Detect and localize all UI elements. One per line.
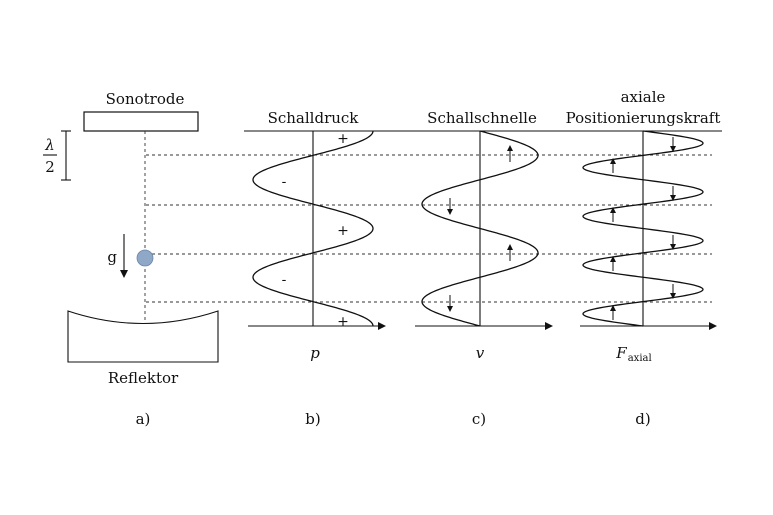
caption-b: b) bbox=[305, 410, 320, 428]
sonotrode-block bbox=[83, 111, 199, 132]
panel-b-axis-label: p bbox=[310, 344, 320, 362]
levitated-particle bbox=[136, 249, 154, 267]
node-lines bbox=[146, 154, 712, 303]
panel-a: Sonotrode λ 2 g Reflektor a) bbox=[43, 90, 219, 428]
force-subscript: axial bbox=[628, 353, 652, 364]
reflector-body bbox=[67, 310, 219, 363]
panel-c-title: Schallschnelle bbox=[427, 109, 537, 127]
sign-1: + bbox=[337, 131, 349, 147]
panel-c-axis-label: v bbox=[476, 344, 485, 362]
panel-d-title-line1: axiale bbox=[621, 88, 666, 106]
velocity-arrows bbox=[447, 145, 513, 312]
caption-d: d) bbox=[635, 410, 650, 428]
panel-c: Schallschnelle v c) bbox=[415, 109, 553, 428]
lambda-symbol: λ bbox=[44, 136, 55, 154]
sign-2: - bbox=[282, 174, 287, 190]
lambda-denominator: 2 bbox=[45, 158, 55, 176]
gravity-label: g bbox=[107, 248, 117, 266]
panel-d-axis-label: Faxial bbox=[615, 344, 651, 364]
force-wave bbox=[582, 130, 704, 327]
caption-c: c) bbox=[472, 410, 486, 428]
pressure-wave bbox=[252, 130, 374, 327]
velocity-wave bbox=[421, 130, 539, 327]
reflector-label: Reflektor bbox=[108, 369, 179, 387]
sign-4: - bbox=[282, 272, 287, 288]
panel-d: axiale Positionierungskraft Faxial d) bbox=[566, 88, 721, 428]
panel-b: Schalldruck + - + - + p b) bbox=[248, 109, 386, 428]
caption-a: a) bbox=[136, 410, 151, 428]
sign-5: + bbox=[337, 314, 349, 330]
panel-b-title: Schalldruck bbox=[268, 109, 360, 127]
force-arrows bbox=[610, 137, 676, 320]
sign-3: + bbox=[337, 223, 349, 239]
panel-d-title-line2: Positionierungskraft bbox=[566, 109, 721, 127]
force-symbol: F bbox=[615, 344, 627, 362]
sonotrode-label: Sonotrode bbox=[106, 90, 185, 108]
